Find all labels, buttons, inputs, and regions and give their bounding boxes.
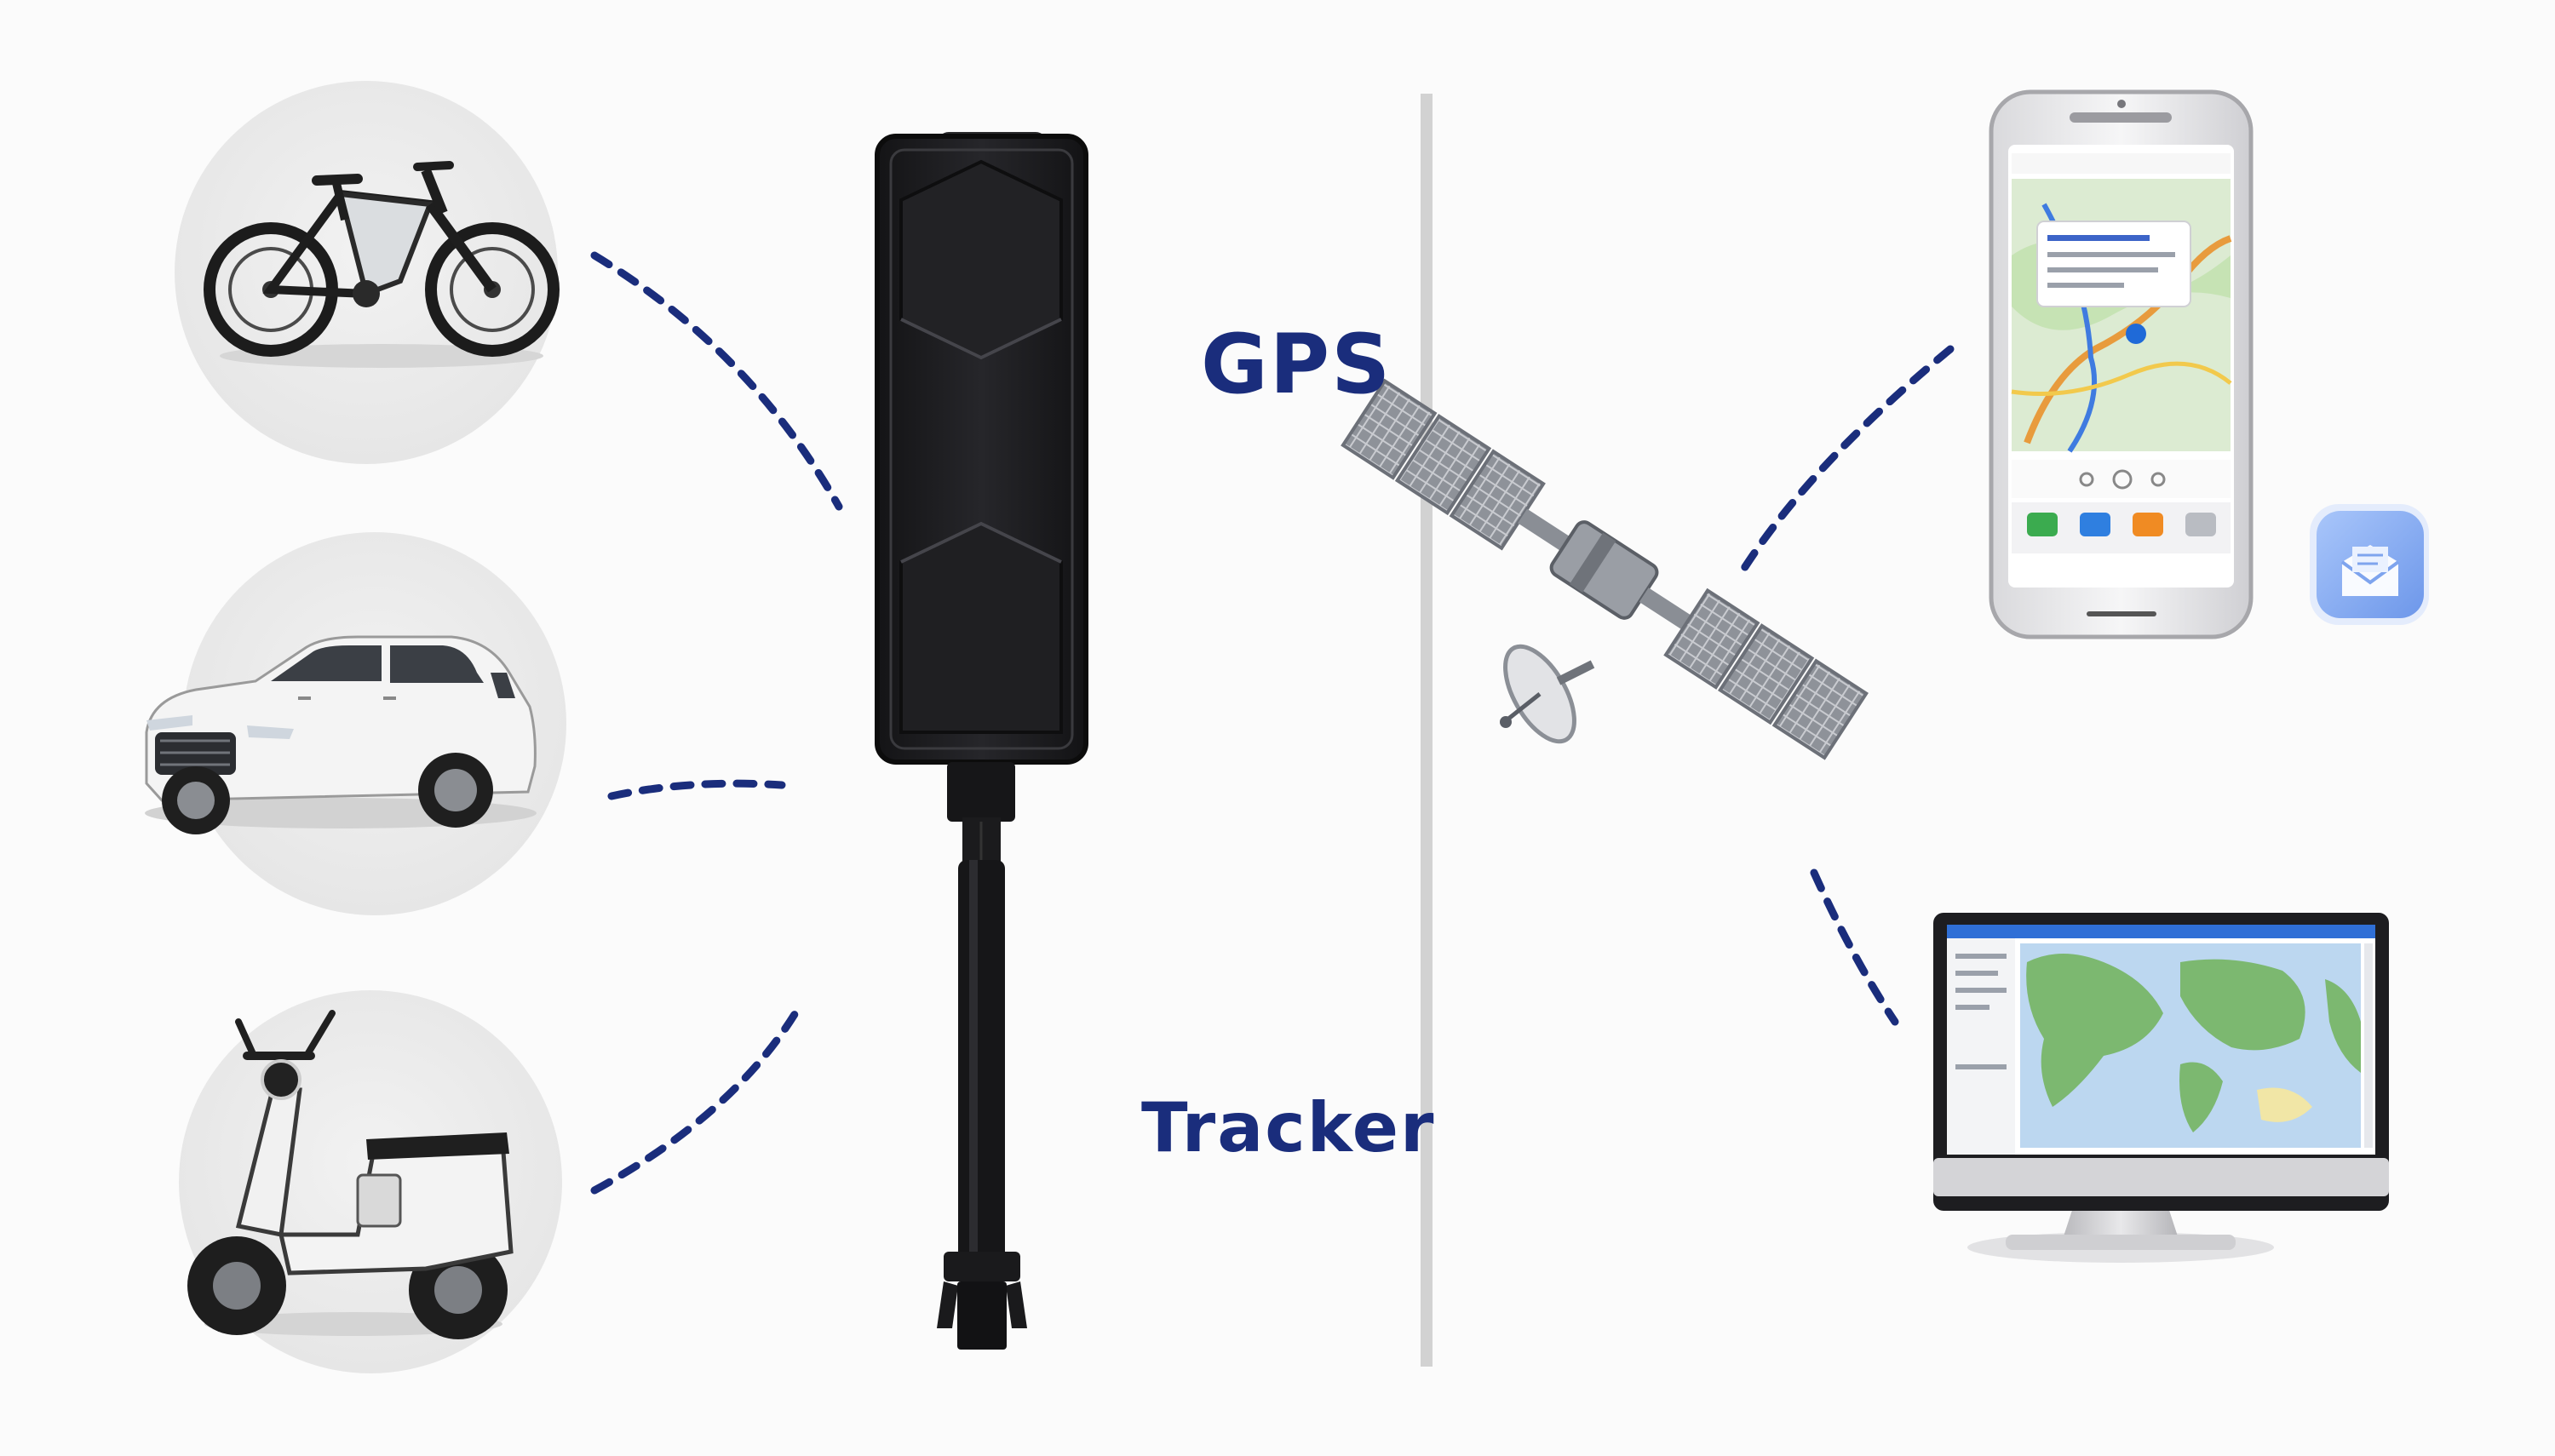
monitor-world-map-icon: [1933, 913, 2389, 1263]
bicycle-icon: [175, 81, 560, 464]
electric-scooter-icon: [179, 990, 562, 1373]
suv-car-icon: [145, 532, 566, 915]
connector-dots: [590, 251, 1955, 1195]
phone-map-app-icon: [1989, 89, 2254, 639]
gps-label: GPS: [1201, 317, 1392, 412]
tracker-label: Tracker: [1141, 1088, 1436, 1167]
satellite-icon: [1341, 378, 1869, 760]
gps-tracker-device: [875, 132, 1088, 1350]
vertical-divider: [1421, 94, 1433, 1367]
mail-app-icon: [2310, 504, 2429, 625]
